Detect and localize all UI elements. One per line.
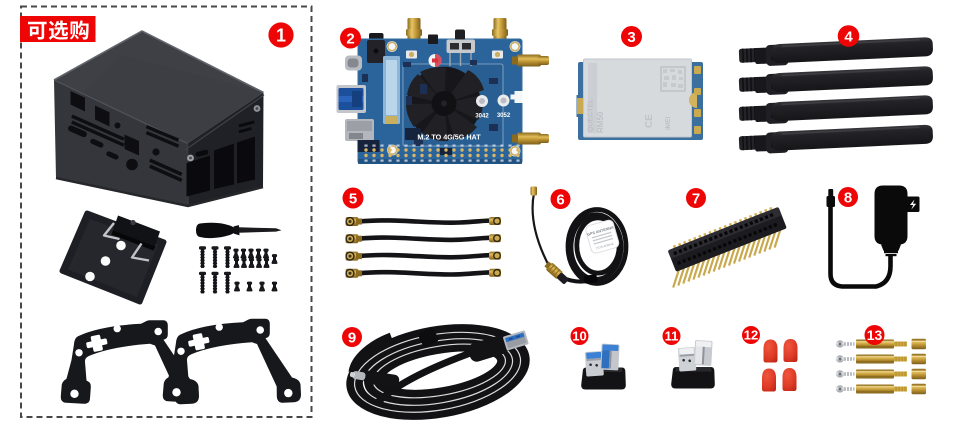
svg-text:QUECTEL: QUECTEL: [588, 98, 595, 132]
svg-text:8: 8: [844, 189, 852, 206]
svg-text:IMEI: IMEI: [665, 116, 672, 130]
svg-text:13: 13: [867, 327, 883, 343]
svg-text:1: 1: [276, 26, 286, 46]
svg-text:7: 7: [692, 190, 700, 207]
svg-text:3: 3: [627, 29, 635, 46]
svg-text:1575.42MHZ: 1575.42MHZ: [595, 242, 614, 251]
svg-text:11: 11: [665, 329, 679, 344]
svg-text:6: 6: [556, 191, 564, 208]
svg-text:5: 5: [349, 190, 357, 207]
svg-text:M.2 TO 4G/5G HAT: M.2 TO 4G/5G HAT: [417, 133, 481, 142]
svg-text:10: 10: [572, 329, 586, 344]
svg-text:RM50: RM50: [596, 111, 605, 133]
svg-text:4: 4: [844, 28, 853, 45]
svg-text:2: 2: [346, 30, 354, 47]
svg-text:12: 12: [744, 328, 758, 343]
svg-text:CE: CE: [644, 114, 655, 128]
svg-text:GPS ANTENNA: GPS ANTENNA: [587, 225, 615, 236]
svg-text:9: 9: [348, 329, 356, 346]
svg-text:3052: 3052: [497, 113, 511, 119]
svg-text:3042: 3042: [475, 114, 489, 120]
